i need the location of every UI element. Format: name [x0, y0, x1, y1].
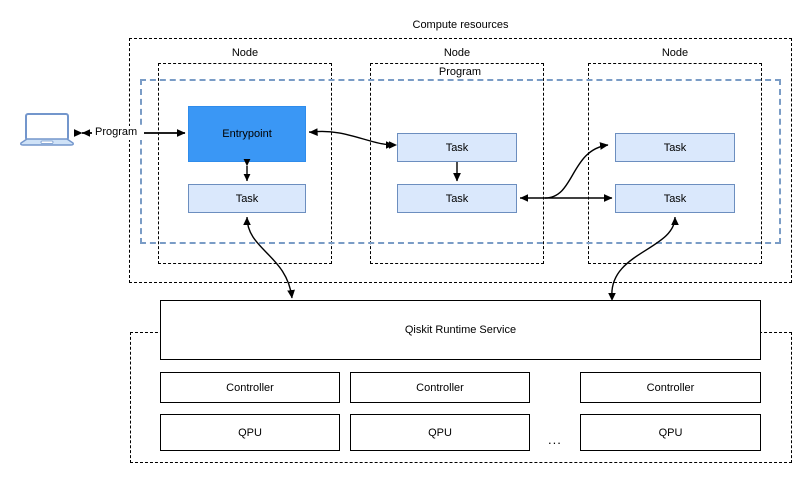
- controller-box-2[interactable]: Controller: [350, 372, 530, 403]
- compute-resources-boundary: [129, 38, 792, 283]
- node-1-task-box[interactable]: Task: [188, 184, 306, 213]
- controller-box-3[interactable]: Controller: [580, 372, 761, 403]
- qpu-ellipsis: ...: [548, 432, 562, 447]
- qpu-box-3[interactable]: QPU: [580, 414, 761, 451]
- program-boundary: [140, 79, 781, 244]
- node-1-label: Node: [231, 47, 259, 59]
- node-3-task-top-box[interactable]: Task: [615, 133, 735, 162]
- node-2-boundary: [370, 63, 544, 264]
- controller-box-1[interactable]: Controller: [160, 372, 340, 403]
- entrypoint-box[interactable]: Entrypoint: [188, 106, 306, 162]
- qiskit-runtime-service-box[interactable]: Qiskit Runtime Service: [160, 300, 761, 360]
- node-1-boundary: [158, 63, 332, 264]
- node-2-label: Node: [443, 47, 471, 59]
- node-3-task-bottom-box[interactable]: Task: [615, 184, 735, 213]
- qpu-box-1[interactable]: QPU: [160, 414, 340, 451]
- node-3-label: Node: [661, 47, 689, 59]
- compute-resources-title: Compute resources: [412, 19, 509, 31]
- node-2-task-bottom-box[interactable]: Task: [397, 184, 517, 213]
- program-link-label: Program: [93, 126, 140, 138]
- program-group-label: Program: [400, 66, 520, 79]
- node-2-task-top-box[interactable]: Task: [397, 133, 517, 162]
- qpu-box-2[interactable]: QPU: [350, 414, 530, 451]
- laptop-icon: [20, 113, 74, 146]
